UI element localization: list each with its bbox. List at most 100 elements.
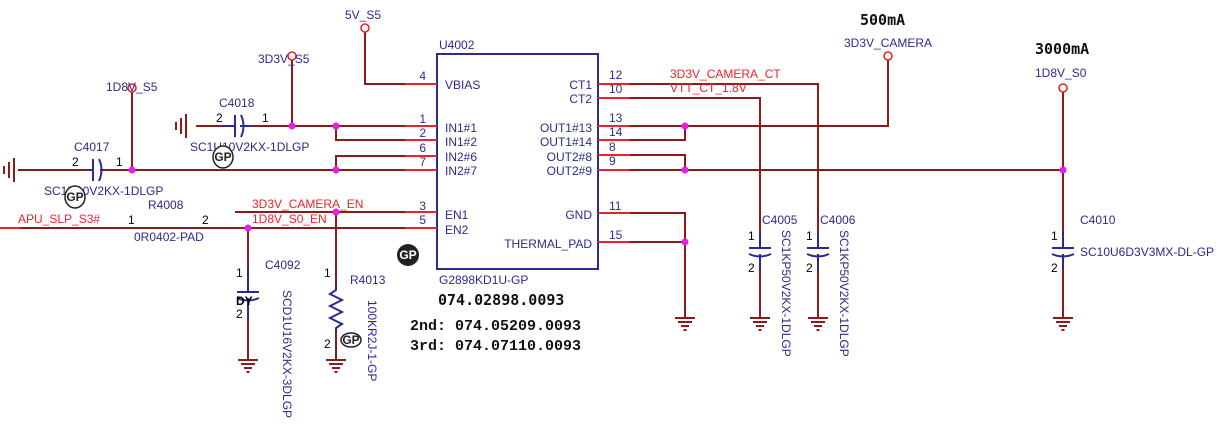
ground-icon <box>750 317 770 331</box>
pin-name-gnd: GND <box>565 208 592 222</box>
svg-text:1: 1 <box>128 213 135 227</box>
pin-num-9: 9 <box>609 154 616 168</box>
svg-text:SC10U6D3V3MX-DL-GP: SC10U6D3V3MX-DL-GP <box>1080 245 1214 259</box>
cap-c4005[interactable]: 1 2 C4005 SC1KP50V2KX-1DLGP <box>748 213 798 357</box>
dy-mark: DY <box>236 294 253 308</box>
pin-name-out1-14: OUT1#14 <box>540 135 592 149</box>
power-flag-5v-s5[interactable]: 5V_S5 <box>345 8 381 33</box>
svg-text:2: 2 <box>236 307 243 321</box>
pin-name-en1: EN1 <box>445 208 469 222</box>
svg-text:C4005: C4005 <box>762 213 798 227</box>
cap-c4010[interactable]: 1 2 C4010 SC10U6D3V3MX-DL-GP <box>1051 213 1214 275</box>
pin-num-5: 5 <box>419 213 426 227</box>
svg-text:SC1U10V2KX-1DLGP: SC1U10V2KX-1DLGP <box>44 184 163 198</box>
pin-name-vbias: VBIAS <box>445 78 480 92</box>
pin-num-15: 15 <box>609 228 623 242</box>
pin-arrows <box>0 83 630 243</box>
pin-num-13: 13 <box>609 111 623 125</box>
svg-text:2: 2 <box>748 261 755 275</box>
svg-text:1: 1 <box>262 111 269 125</box>
pin-name-in2-7: IN2#7 <box>445 164 477 178</box>
pin-num-12: 12 <box>609 68 623 82</box>
svg-text:SC1KP50V2KX-1DLGP: SC1KP50V2KX-1DLGP <box>779 230 793 357</box>
ground-c4018 <box>175 114 187 138</box>
svg-text:3D3V_CAMERA: 3D3V_CAMERA <box>844 36 932 50</box>
junctions <box>128 122 1067 246</box>
pin-num-8: 8 <box>609 140 616 154</box>
pin-name-en2: EN2 <box>445 223 469 237</box>
pin-name-out1-13: OUT1#13 <box>540 121 592 135</box>
svg-text:GP: GP <box>214 150 231 164</box>
cap-c4006[interactable]: 1 2 C4006 SC1KP50V2KX-1DLGP <box>806 213 856 357</box>
svg-text:1D8V_S0: 1D8V_S0 <box>1035 66 1087 80</box>
svg-text:2: 2 <box>324 337 331 351</box>
gp-badge-c4018: GP <box>212 145 234 169</box>
power-flag-1d8v-s5[interactable]: 1D8V_S5 <box>106 80 158 94</box>
power-flag-3d3v-s5[interactable]: 3D3V_S5 <box>258 51 310 66</box>
svg-text:1: 1 <box>324 266 331 280</box>
ic-part: G2898KD1U-GP <box>439 273 528 287</box>
ground-symbols <box>238 317 1073 373</box>
svg-text:GP: GP <box>66 190 83 204</box>
resistor-r4013[interactable]: 1 2 R4013 100KR2J-1-GP GP <box>324 266 386 381</box>
power-flag-3d3v-camera[interactable]: 3D3V_CAMERA 500mA <box>844 11 932 61</box>
svg-text:C4006: C4006 <box>820 213 856 227</box>
pin-name-thermal-pad: THERMAL_PAD <box>504 237 592 251</box>
net-ct2: VTT_CT_1.8V <box>670 81 747 95</box>
svg-text:3D3V_S5: 3D3V_S5 <box>258 52 310 66</box>
net-apu-slp-s3: APU_SLP_S3# <box>18 212 100 226</box>
gp-badge-ic: GP <box>397 244 419 266</box>
ground-c4017 <box>3 158 15 182</box>
net-en1: 3D3V_CAMERA_EN <box>252 197 363 211</box>
svg-text:1: 1 <box>806 229 813 243</box>
pin-num-7: 7 <box>419 155 426 169</box>
svg-text:1D8V_S5: 1D8V_S5 <box>106 80 158 94</box>
svg-text:GP: GP <box>342 333 359 347</box>
gp-badge-c4017: GP <box>64 185 86 209</box>
pin-name-in1-1: IN1#1 <box>445 121 477 135</box>
svg-text:SC1U10V2KX-1DLGP: SC1U10V2KX-1DLGP <box>190 140 309 154</box>
svg-text:1: 1 <box>116 155 123 169</box>
ic-pins-left: 4 VBIAS 1 IN1#1 2 IN1#2 6 IN2#6 7 IN2#7 … <box>419 69 480 237</box>
ic-ref: U4002 <box>439 38 475 52</box>
pin-name-in1-2: IN1#2 <box>445 135 477 149</box>
svg-text:R4008: R4008 <box>148 198 184 212</box>
svg-text:2: 2 <box>806 261 813 275</box>
svg-text:1: 1 <box>748 229 755 243</box>
ic-pn-third: 3rd: 074.07110.0093 <box>410 338 581 355</box>
pin-num-14: 14 <box>609 125 623 139</box>
svg-text:R4013: R4013 <box>350 273 386 287</box>
svg-text:2: 2 <box>202 213 209 227</box>
pin-name-out2-9: OUT2#9 <box>547 164 593 178</box>
svg-text:C4017: C4017 <box>74 140 110 154</box>
ic-u4002-body[interactable] <box>436 53 599 270</box>
resistor-r4008[interactable]: R4008 1 2 0R0402-PAD <box>128 198 209 244</box>
pin-name-ct2: CT2 <box>569 92 592 106</box>
power-flag-1d8v-s0[interactable]: 1D8V_S0 3000mA <box>1035 40 1089 93</box>
svg-text:2: 2 <box>216 111 223 125</box>
current-500ma: 500mA <box>860 11 905 29</box>
pin-num-2: 2 <box>419 126 426 140</box>
pin-name-out2-8: OUT2#8 <box>547 150 593 164</box>
pin-num-4: 4 <box>419 69 426 83</box>
svg-text:1: 1 <box>1051 229 1058 243</box>
ground-icon <box>675 317 695 331</box>
ic-pn: 074.02898.0093 <box>438 291 564 309</box>
ground-icon <box>808 317 828 331</box>
cap-c4092[interactable]: 1 2 C4092 DY SCD1U16V2KX-3DLGP <box>236 258 301 418</box>
svg-text:100KR2J-1-GP: 100KR2J-1-GP <box>365 300 379 381</box>
ground-icon <box>238 359 258 373</box>
pin-num-10: 10 <box>609 82 623 96</box>
current-3000ma: 3000mA <box>1035 40 1089 58</box>
ic-pn-second: 2nd: 074.05209.0093 <box>410 318 581 335</box>
svg-text:2: 2 <box>1051 261 1058 275</box>
pin-num-6: 6 <box>419 141 426 155</box>
svg-text:GP: GP <box>399 248 416 262</box>
net-ct1: 3D3V_CAMERA_CT <box>670 67 781 81</box>
svg-text:2: 2 <box>72 155 79 169</box>
pin-name-ct1: CT1 <box>569 78 592 92</box>
svg-text:5V_S5: 5V_S5 <box>345 8 381 22</box>
net-en2: 1D8V_S0_EN <box>252 212 327 226</box>
svg-text:C4018: C4018 <box>219 96 255 110</box>
